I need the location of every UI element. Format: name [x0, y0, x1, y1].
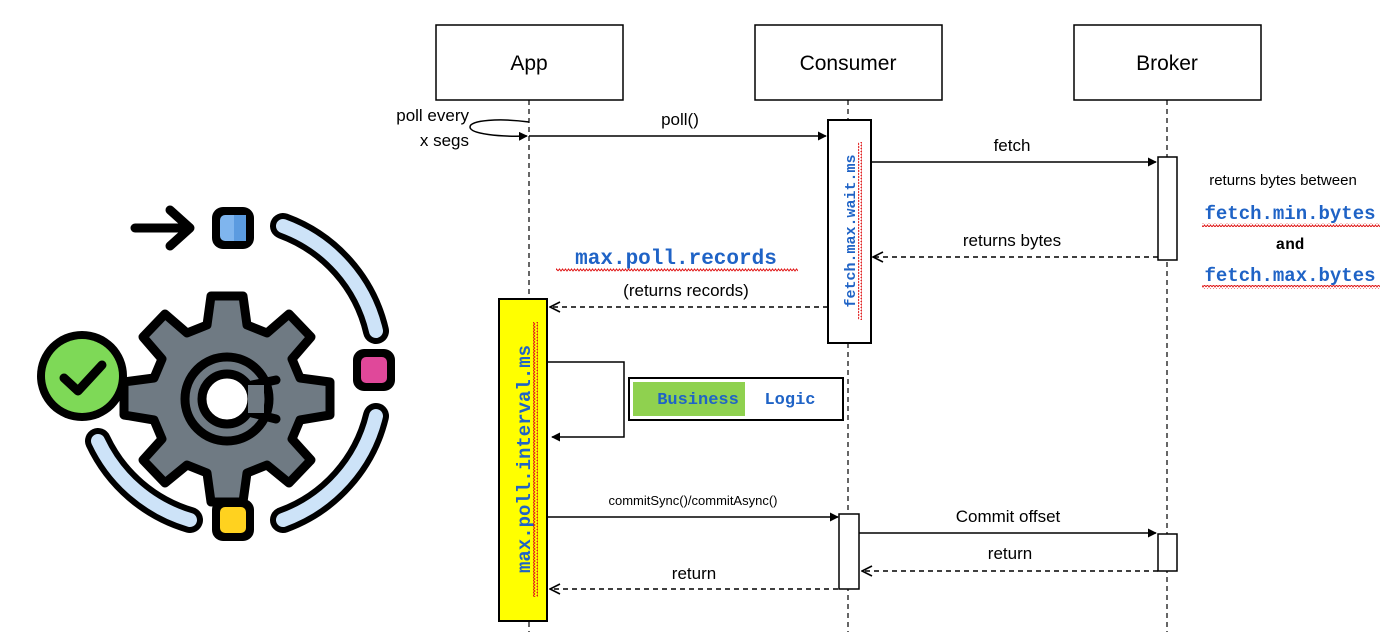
- fetch-min-bytes-label: fetch.min.bytes: [1204, 203, 1375, 225]
- consumer-activation-fetch: fetch.max.wait.ms: [827, 119, 872, 344]
- business-logic-box: Business Logic: [628, 377, 844, 421]
- self-call-business-logic: [548, 361, 625, 442]
- participant-app: App: [435, 24, 624, 101]
- message-return-consumer-label: return: [672, 564, 716, 583]
- fetch-max-wait-label: fetch.max.wait.ms: [843, 154, 860, 307]
- participant-consumer: Consumer: [754, 24, 943, 101]
- pink-square-icon: [353, 349, 395, 391]
- blue-square-icon: [212, 207, 254, 249]
- max-poll-interval-label: max.poll.interval.ms: [514, 345, 536, 573]
- participant-consumer-label: Consumer: [800, 52, 897, 75]
- message-commit-offset-label: Commit offset: [956, 507, 1061, 526]
- participant-app-label: App: [510, 52, 547, 75]
- message-returns-records: (returns records): [550, 281, 828, 307]
- participant-broker: Broker: [1073, 24, 1262, 101]
- message-poll-label: poll(): [661, 110, 699, 129]
- message-commit-call-label: commitSync()/commitAsync(): [608, 493, 777, 508]
- participant-broker-label: Broker: [1136, 52, 1198, 75]
- fetch-max-bytes-label: fetch.max.bytes: [1204, 265, 1375, 287]
- self-call-poll-loop: poll every x segs: [396, 106, 530, 150]
- ring-arc-top-right: [270, 213, 389, 344]
- self-call-label-line2: x segs: [420, 131, 469, 150]
- self-call-label-line1: poll every: [396, 106, 469, 125]
- check-circle-icon: [37, 331, 127, 421]
- message-fetch-label: fetch: [994, 136, 1031, 155]
- business-logic-word1: Business: [657, 391, 739, 410]
- arrow-right-icon: [130, 205, 195, 251]
- ring-arc-bottom-left: [85, 428, 203, 533]
- message-return-consumer: return: [550, 564, 838, 589]
- message-returns-bytes-label: returns bytes: [963, 231, 1061, 250]
- broker-note: returns bytes between fetch.min.bytes an…: [1202, 172, 1380, 289]
- message-fetch: fetch: [871, 136, 1157, 167]
- business-logic-word2: Logic: [764, 391, 815, 410]
- message-commit-call: commitSync()/commitAsync(): [548, 493, 839, 522]
- consumer-activation-commit: [838, 513, 860, 590]
- max-poll-records-label: max.poll.records: [575, 248, 777, 271]
- message-return-broker: return: [862, 544, 1158, 571]
- yellow-square-icon: [212, 499, 254, 541]
- ring-arc-bottom-right: [270, 403, 389, 533]
- gear-icon: [119, 291, 335, 507]
- gear-cycle-illustration: [37, 205, 395, 541]
- broker-note-intro: returns bytes between: [1209, 172, 1357, 189]
- max-poll-records-annotation: max.poll.records: [556, 248, 798, 272]
- message-returns-records-label: (returns records): [623, 281, 749, 300]
- app-activation-interval: max.poll.interval.ms: [498, 298, 548, 622]
- message-returns-bytes: returns bytes: [873, 231, 1158, 257]
- message-poll: poll(): [529, 110, 827, 141]
- message-return-broker-label: return: [988, 544, 1032, 563]
- broker-note-conjunction: and: [1276, 236, 1305, 254]
- message-commit-offset: Commit offset: [859, 507, 1157, 538]
- broker-activation-fetch: [1157, 156, 1178, 261]
- broker-activation-commit: [1157, 533, 1178, 572]
